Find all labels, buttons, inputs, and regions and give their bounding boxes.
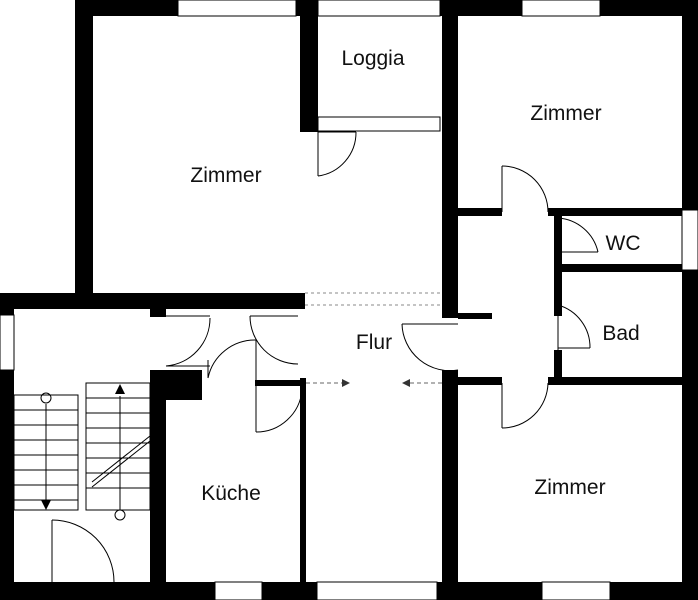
door-flur-east[interactable]	[401, 323, 459, 372]
door-vestibule-flur[interactable]	[249, 315, 299, 365]
door-loggia[interactable]	[317, 131, 357, 177]
wall-kueche-right	[300, 378, 306, 582]
stair-treads	[14, 397, 150, 501]
wall-bottom-2	[262, 582, 317, 600]
door-vestibule-kueche[interactable]	[207, 339, 257, 382]
window-wc	[681, 209, 698, 271]
window-zimmer-nw	[177, 0, 297, 17]
door-wc[interactable]	[557, 217, 599, 262]
wall-bad-bottom	[548, 377, 682, 385]
window-stair	[0, 314, 15, 371]
door-stair-bottom[interactable]	[51, 519, 115, 583]
wall-loggia-left	[300, 0, 318, 132]
stair-cut-line	[91, 435, 151, 483]
wall-vest-low	[160, 370, 200, 378]
wall-bad-left-low	[554, 350, 562, 382]
wall-ne-bottom-1	[442, 208, 502, 216]
wall-top-1	[75, 0, 178, 16]
flur-arrows	[306, 379, 442, 387]
wall-top-5	[600, 0, 698, 16]
thin-lines	[13, 116, 442, 370]
window-kueche	[214, 581, 263, 600]
wall-top-4	[440, 0, 522, 16]
stair-cut-line-2	[91, 440, 151, 488]
door-zimmer-se[interactable]	[501, 382, 549, 429]
interior-walls	[150, 0, 682, 582]
wall-flur-stub	[458, 313, 492, 319]
stair-walkline-start-left	[40, 392, 52, 404]
room-label-zimmer-ne: Zimmer	[530, 102, 601, 125]
wall-right-1	[682, 0, 698, 210]
door-entry[interactable]	[165, 315, 211, 367]
wall-stair-left-top	[0, 293, 14, 315]
room-label-flur: Flur	[356, 331, 392, 354]
window-zimmer-ne	[521, 0, 601, 17]
stair-walkline-start-right	[114, 509, 126, 521]
door-kueche[interactable]	[255, 386, 303, 433]
room-label-zimmer-nw: Zimmer	[190, 164, 261, 187]
window-zimmer-se	[541, 581, 611, 600]
window-flur-south	[316, 581, 438, 600]
room-label-kueche: Küche	[201, 482, 261, 505]
room-label-bad: Bad	[602, 322, 639, 345]
wall-kueche-top-stub	[255, 380, 305, 386]
wall-stair-left	[0, 370, 14, 600]
wall-ne-bottom-2	[548, 208, 682, 216]
wall-vest-stub-2	[150, 370, 166, 378]
wall-ne-left	[442, 0, 458, 318]
room-label-wc: WC	[606, 232, 641, 255]
window-loggia	[317, 0, 441, 17]
doors	[51, 131, 599, 583]
wall-right-2	[682, 270, 698, 600]
stair-arrow-up-icon	[115, 384, 125, 394]
wall-kueche-left	[150, 370, 166, 582]
flur-arrow-right-icon	[342, 379, 350, 387]
room-label-loggia: Loggia	[341, 47, 404, 70]
wall-wc-bad	[554, 264, 682, 272]
staircase	[13, 382, 151, 521]
wall-bottom-3	[437, 582, 542, 600]
loggia-rail	[317, 116, 441, 132]
wall-bottom-1	[0, 582, 215, 600]
door-bad[interactable]	[557, 304, 591, 350]
room-label-zimmer-se: Zimmer	[534, 476, 605, 499]
wall-nw-left	[75, 0, 93, 300]
wall-bottom-4	[610, 582, 698, 600]
room-labels: Zimmer Loggia Zimmer WC Bad Flur Küche Z…	[190, 47, 640, 505]
wall-vest-stub	[150, 309, 166, 317]
stair-flight-right	[85, 382, 151, 511]
flur-arrow-left-icon	[402, 379, 410, 387]
stair-arrow-down-icon	[41, 500, 51, 510]
door-zimmer-ne[interactable]	[501, 165, 549, 213]
wall-se-top	[442, 377, 502, 385]
wall-se-left	[442, 370, 458, 582]
wall-stair-top	[0, 293, 305, 309]
